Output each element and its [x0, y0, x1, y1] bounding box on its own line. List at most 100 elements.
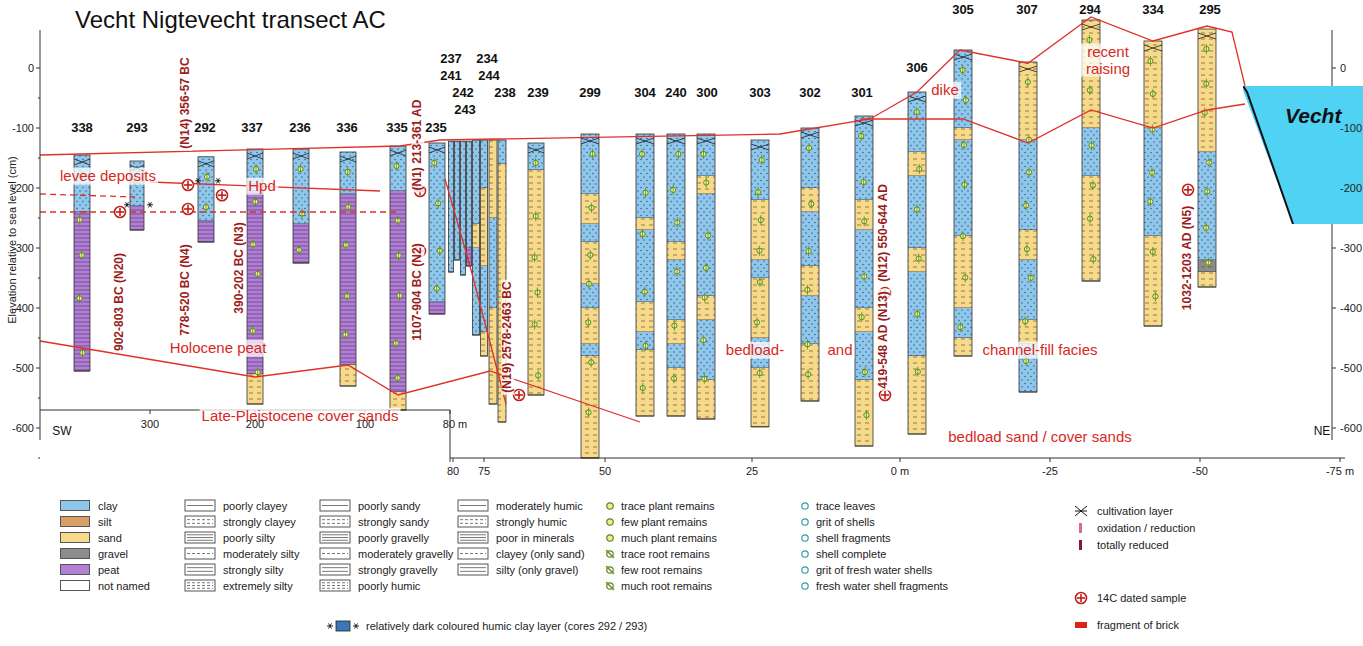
plant-remains-symbol — [253, 239, 254, 249]
core-layer — [908, 176, 926, 248]
plant-remains-symbol — [439, 246, 440, 256]
core-texture — [489, 140, 497, 218]
core-outline — [467, 141, 472, 266]
core-layer — [908, 356, 926, 434]
core-layer — [481, 140, 488, 188]
core-texture — [801, 296, 819, 344]
core-texture — [1019, 140, 1037, 230]
asterisk-mark — [197, 178, 200, 183]
axis-tick-label: -100 — [12, 122, 34, 134]
legend-label: gravel — [98, 548, 128, 560]
core-layer — [581, 194, 599, 224]
legend-label: grit of shells — [816, 516, 875, 528]
core-number: 299 — [579, 86, 601, 100]
legend-sample — [458, 548, 488, 559]
legend-sample — [458, 516, 488, 527]
core-outline — [801, 128, 819, 401]
y-tick — [36, 188, 40, 189]
x-axis — [450, 410, 451, 462]
legend-symbol — [607, 535, 613, 541]
core-number: 241 — [440, 69, 462, 83]
core-number: 239 — [527, 86, 549, 100]
legend-label: peat — [98, 564, 119, 576]
plant-remains-symbol — [917, 367, 918, 377]
core-number: 292 — [194, 121, 216, 135]
core-layer — [697, 320, 715, 380]
core-number: 305 — [952, 3, 974, 17]
axis-tick-label: 0 m — [891, 465, 909, 477]
core-layer — [130, 206, 144, 230]
plant-remains-symbol — [645, 188, 646, 198]
core-texture — [636, 134, 654, 218]
legend-sample — [185, 564, 215, 575]
axis-tick-label: 0 — [28, 62, 34, 74]
legend-sample — [187, 505, 213, 506]
asterisk-mark — [329, 623, 332, 628]
legend-label: poor in minerals — [496, 532, 574, 544]
legend-symbol — [606, 582, 614, 590]
core-texture — [697, 134, 715, 176]
legend-symbol — [607, 583, 613, 589]
cultivation-layer — [340, 156, 356, 162]
axis-tick-label: -600 — [1340, 422, 1362, 434]
axis-tick-label: -200 — [1340, 182, 1362, 194]
core-texture — [954, 140, 972, 236]
plant-remains-symbol — [760, 215, 761, 225]
x-tick — [605, 458, 606, 462]
unit-label: Hpd — [246, 178, 278, 195]
legend-sample — [320, 532, 350, 543]
cultivation-layer — [636, 138, 654, 144]
plant-remains-symbol — [1026, 244, 1027, 254]
core-layer — [751, 260, 769, 278]
cultivation-layer — [581, 138, 599, 144]
legend-label: extremely silty — [223, 580, 293, 592]
core-texture — [581, 134, 599, 194]
y-tick — [36, 368, 40, 369]
core-texture — [697, 176, 715, 194]
radiocarbon-date: 778-520 BC (N4) — [179, 242, 192, 337]
unit-label: bedload- — [724, 342, 786, 359]
axis-tick-label: -25 — [1042, 465, 1058, 477]
legend-swatch — [60, 532, 90, 543]
core-texture — [498, 140, 506, 164]
axis-tick-label: -600 — [12, 422, 34, 434]
cultivation-layer — [1019, 66, 1037, 72]
c14-marker — [1187, 186, 1189, 194]
core-texture — [340, 152, 356, 194]
core-layer — [461, 141, 466, 275]
cultivation-layer — [801, 132, 819, 138]
legend-label: cultivation layer — [1097, 505, 1173, 517]
core-texture — [481, 188, 488, 266]
axis-tick-label: -400 — [1340, 302, 1362, 314]
core-layer — [429, 302, 445, 314]
core-texture — [751, 368, 769, 427]
old-surface-line — [860, 104, 1245, 143]
legend-sample — [322, 505, 348, 506]
plant-remains-symbol — [252, 326, 253, 336]
core-outline — [293, 149, 309, 263]
axis-tick-label: 300 — [141, 418, 159, 430]
legend-label: poorly sandy — [358, 500, 420, 512]
plant-remains-symbol — [1150, 56, 1151, 66]
legend-label: silt — [98, 516, 111, 528]
cultivation-layer — [667, 138, 685, 144]
core-number: 240 — [665, 86, 687, 100]
diagram-title: Vecht Nigtevecht transect AC — [75, 7, 386, 33]
plant-remains-symbol — [588, 279, 589, 289]
y-tick — [38, 218, 40, 219]
y-tick — [38, 98, 40, 99]
plant-remains-symbol — [678, 149, 679, 159]
plant-remains-symbol — [256, 164, 257, 174]
plant-remains-symbol — [588, 407, 589, 417]
plant-remains-symbol — [642, 383, 643, 393]
core-texture — [855, 116, 873, 200]
direction-label: NE — [1314, 425, 1331, 438]
plant-remains-symbol — [811, 199, 812, 209]
core-texture — [581, 308, 599, 344]
cultivation-layer — [1082, 24, 1100, 30]
core-layer — [467, 141, 472, 248]
radiocarbon-date: (N1) 213-361 AD — [411, 98, 424, 193]
core-number: 334 — [1142, 3, 1164, 17]
legend-symbol — [802, 503, 808, 509]
plant-remains-symbol — [1089, 85, 1090, 95]
